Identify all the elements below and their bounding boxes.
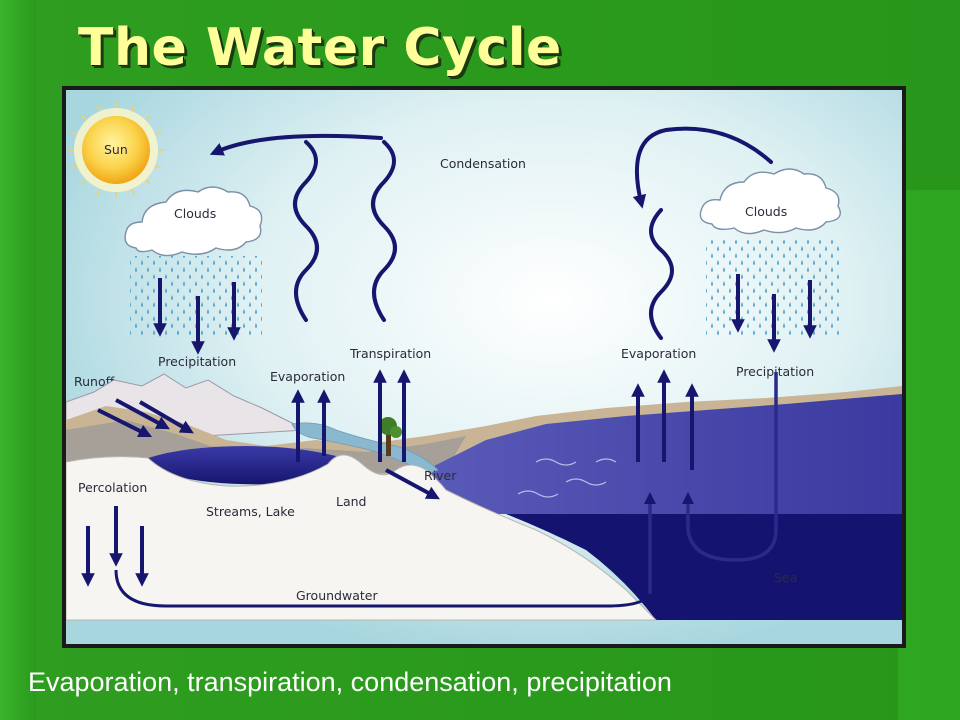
- stream: [291, 422, 439, 475]
- precipitation-right-label: Precipitation: [736, 364, 814, 379]
- slide-caption: Evaporation, transpiration, condensation…: [28, 667, 672, 697]
- groundwater-label: Groundwater: [296, 588, 378, 603]
- land-label: Land: [336, 494, 366, 509]
- condensation-arrow-right-loop: [632, 126, 773, 209]
- cloud-right: [699, 168, 841, 235]
- clouds-left-label: Clouds: [174, 206, 216, 221]
- clouds-right-label: Clouds: [745, 204, 787, 219]
- streams-lake-label: Streams, Lake: [206, 504, 295, 519]
- percolation-label: Percolation: [78, 480, 147, 495]
- slide-title: The Water Cycle: [78, 18, 562, 78]
- condensation-arrow-top: [209, 133, 383, 156]
- sun-icon: [68, 102, 164, 198]
- runoff-arrow-1: [97, 408, 153, 438]
- ground: [66, 454, 658, 621]
- runoff-arrow-3: [138, 400, 194, 434]
- lake: [148, 446, 336, 485]
- transpiration-wave-1: [293, 140, 319, 322]
- groundwater-arrow: [114, 569, 652, 608]
- condensation-label: Condensation: [440, 156, 526, 171]
- sun-label: Sun: [104, 142, 128, 157]
- evaporation-sea-label: Evaporation: [621, 346, 696, 361]
- transpiration-label: Transpiration: [349, 346, 431, 361]
- deep-sea: [506, 514, 902, 620]
- river-label: River: [424, 468, 457, 483]
- runoff-arrow-2: [115, 398, 170, 430]
- evaporation-wave-sea: [649, 208, 674, 340]
- water-cycle-diagram: Sun Clouds Clouds Condensation Precipita…: [66, 90, 902, 644]
- precipitation-left-label: Precipitation: [158, 354, 236, 369]
- tree-icon: [379, 417, 402, 456]
- cloud-left: [124, 186, 263, 257]
- evaporation-land-label: Evaporation: [270, 369, 345, 384]
- river-arrow: [385, 468, 440, 500]
- sea-label: Sea: [774, 570, 797, 585]
- transpiration-wave-2: [371, 140, 397, 322]
- sea-circulation-arrow: [682, 372, 778, 562]
